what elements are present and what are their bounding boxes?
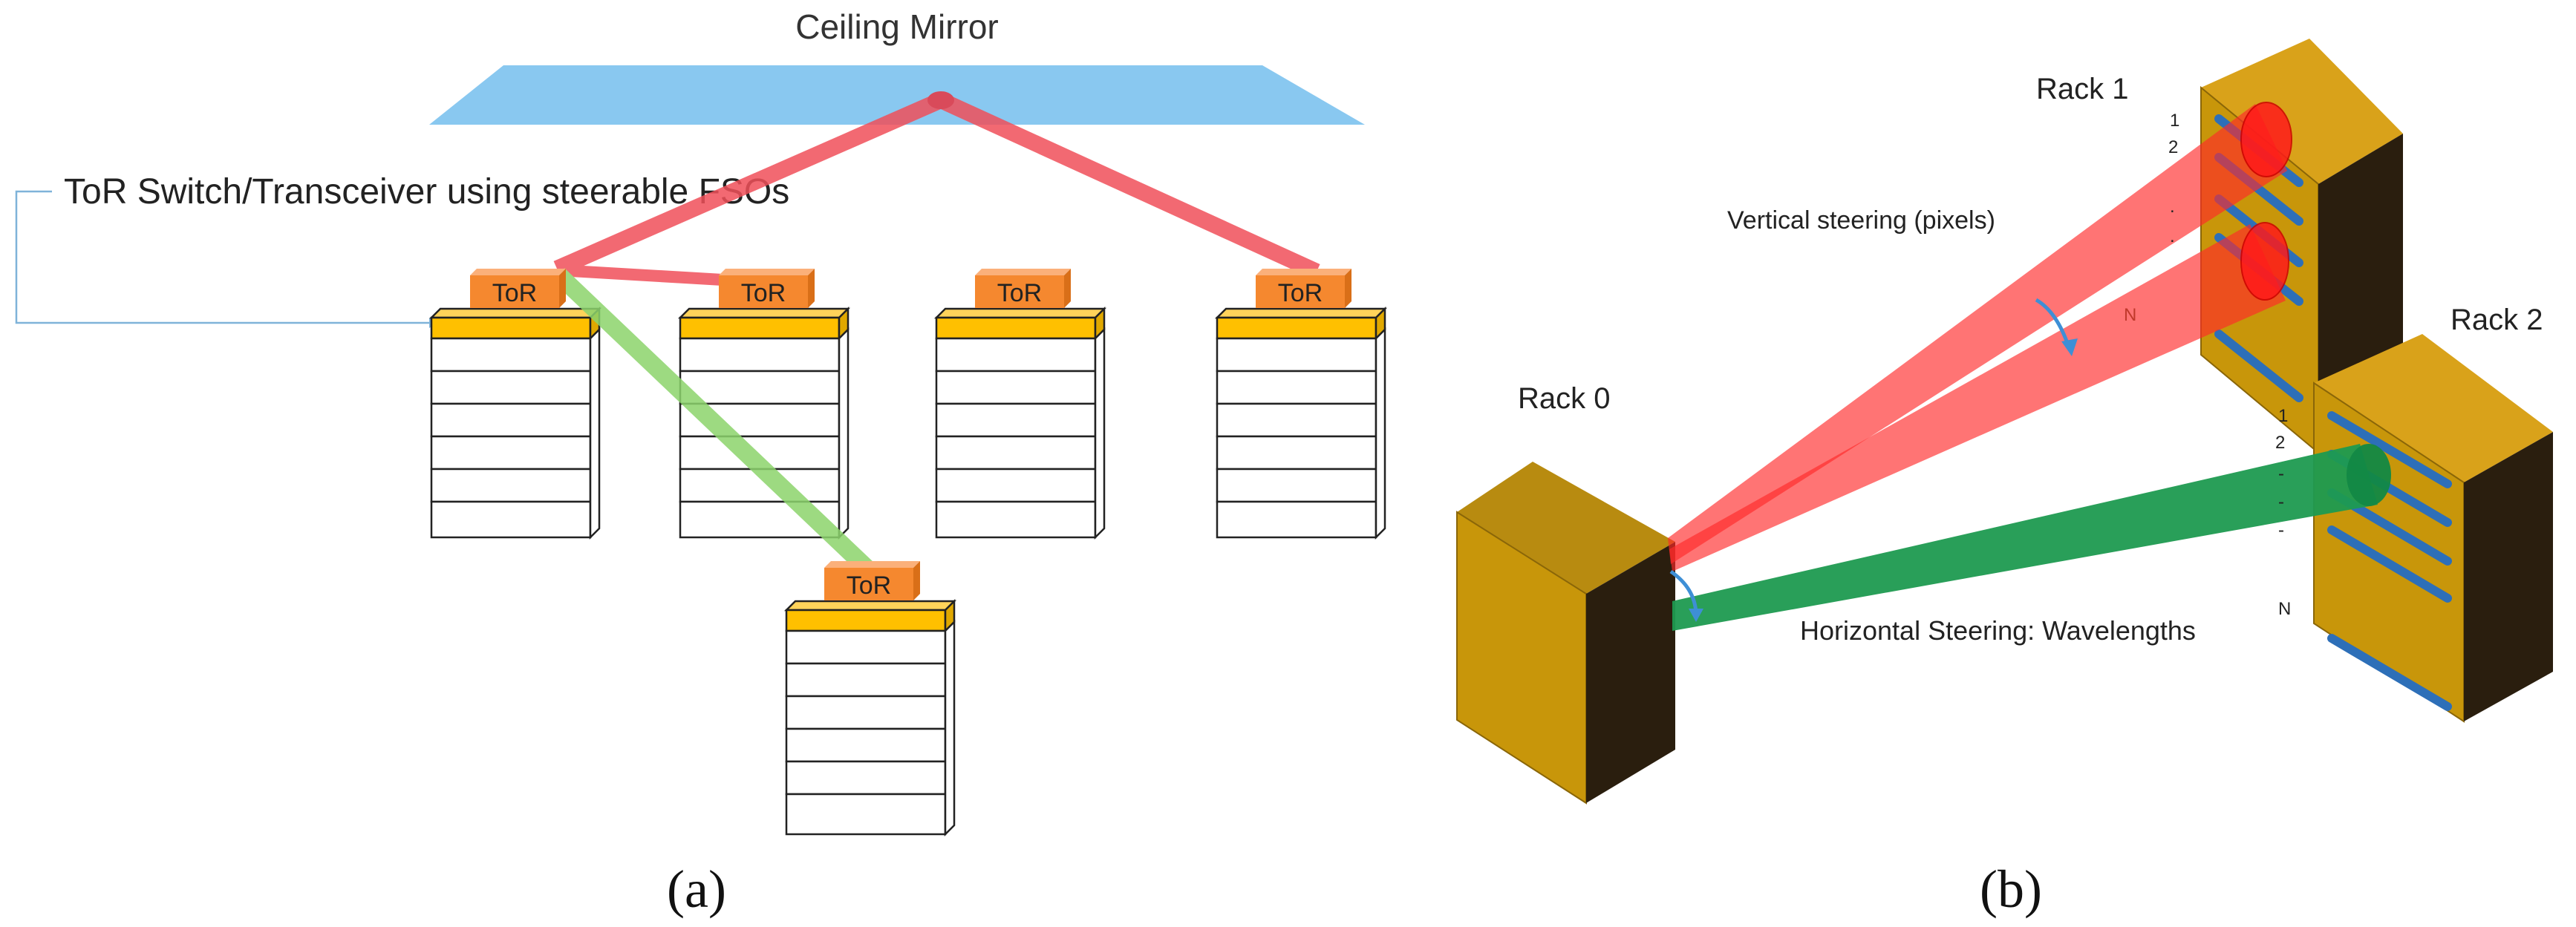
horizontal-steering-label: Horizontal Steering: Wavelengths: [1800, 615, 2196, 646]
tor-label-3: ToR: [997, 279, 1042, 307]
rack-stack-5: [783, 598, 957, 837]
caption-a: (a): [667, 859, 726, 919]
rack-stack-4: [1214, 306, 1388, 540]
rack-stack-1: [428, 306, 602, 540]
rack-1-slot-n: N: [2124, 305, 2136, 325]
callout-connector: [15, 190, 429, 324]
panel-b: Rack 1 Rack 2 Rack 0 Vertical steering (…: [1456, 39, 2553, 919]
panel-a: Ceiling Mirror ToR Switch/Transceiver us…: [15, 7, 1388, 919]
caption-b: (b): [1980, 859, 2042, 919]
rack-1-slot-labels: 1 2 . . N: [2124, 111, 2179, 325]
rack-1-label: Rack 1: [2036, 73, 2129, 105]
red-beam-mirror-tor4: [937, 92, 1320, 280]
green-beam-tor1-tor5: [552, 268, 875, 577]
horizontal-steering-arrowhead: [1689, 609, 1703, 622]
beams-a: [552, 92, 1320, 577]
ceiling-mirror-label: Ceiling Mirror: [795, 7, 998, 46]
rack-2-label: Rack 2: [2451, 304, 2543, 336]
tor-switch-1: ToR: [470, 269, 566, 308]
tor-switch-5: ToR: [824, 561, 920, 600]
red-beam-tor1-mirror: [553, 92, 945, 277]
tor-label-4: ToR: [1278, 279, 1323, 307]
tor-switch-3: ToR: [975, 269, 1071, 308]
rack-stack-2: [677, 306, 851, 540]
rack-2-slot-n: N: [2278, 599, 2291, 619]
vertical-steering-label: Vertical steering (pixels): [1727, 206, 1995, 235]
mirror-reflection-point: [927, 91, 954, 109]
green-spot: [2347, 444, 2391, 506]
rack-1-slot-1: 1: [2170, 111, 2179, 131]
tor-switch-2: ToR: [719, 269, 815, 308]
rack-2-slot-dash-3: -: [2278, 520, 2284, 540]
rack-2-slot-dash-1: -: [2278, 464, 2284, 484]
rack-2-slot-1: 1: [2278, 406, 2288, 426]
rack-1-slot-dot-2: .: [2170, 226, 2175, 246]
callout-label: ToR Switch/Transceiver using steerable F…: [64, 172, 789, 212]
tor-label-5: ToR: [847, 571, 891, 600]
tor-label-2: ToR: [741, 279, 786, 307]
rack-stack-3: [933, 306, 1107, 540]
red-beam-tor1-tor2: [558, 264, 736, 286]
rack-2-slot-dash-2: -: [2278, 492, 2284, 512]
horizontal-steering-arrow: [1669, 569, 1698, 614]
vertical-steering-arrow: [2035, 298, 2071, 348]
red-beam-lower: [1669, 224, 2286, 571]
rack-2: [2313, 334, 2553, 723]
rack-2-slot-2: 2: [2275, 433, 2285, 453]
green-beam: [1672, 444, 2378, 631]
rack-0: [1456, 462, 1675, 805]
rack-2-slot-labels: 1 2 - - - N: [2275, 406, 2291, 619]
rack-0-label: Rack 0: [1518, 382, 1611, 415]
rack-1-slot-dot-1: .: [2170, 197, 2175, 217]
vertical-steering-arrowhead: [2061, 338, 2078, 356]
ceiling-mirror: [429, 65, 1365, 125]
beams-b: [1668, 104, 2378, 631]
red-spot-upper: [2240, 102, 2292, 177]
tor-switch-4: ToR: [1256, 269, 1351, 308]
rack-1-slot-2: 2: [2168, 137, 2178, 157]
red-spot-lower: [2240, 222, 2289, 301]
tor-label-1: ToR: [492, 279, 537, 307]
red-beam-upper: [1668, 104, 2287, 564]
